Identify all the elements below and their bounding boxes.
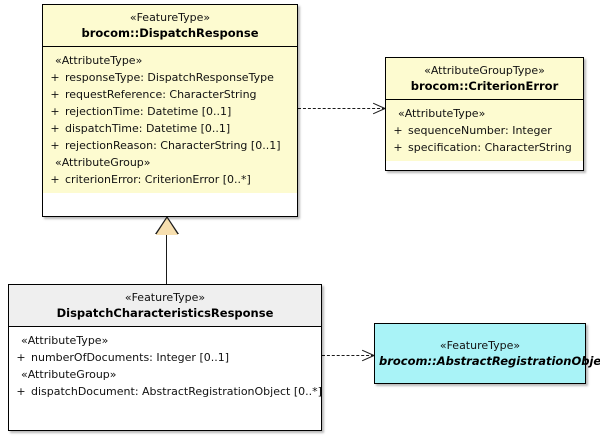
class-stereotype: «FeatureType» xyxy=(124,291,206,304)
attribute-group-label: «AttributeType» xyxy=(55,54,143,67)
class-stereotype: «FeatureType» xyxy=(439,339,521,352)
class-header-abstract-registration-object: «FeatureType» brocom::AbstractRegistrati… xyxy=(375,324,600,383)
attribute-row[interactable]: + criterionError: CriterionError [0..*] xyxy=(45,171,295,188)
attribute-signature: sequenceNumber: Integer xyxy=(408,124,552,137)
attribute-visibility: + xyxy=(393,124,403,137)
attribute-visibility: + xyxy=(50,173,60,186)
attribute-group-label: «AttributeType» xyxy=(398,107,486,120)
attribute-visibility: + xyxy=(16,385,26,398)
class-box-criterion-error[interactable]: «AttributeGroupType» brocom::CriterionEr… xyxy=(385,57,584,171)
attribute-signature: requestReference: CharacterString xyxy=(65,88,257,101)
attribute-visibility: + xyxy=(393,141,403,154)
attribute-row[interactable]: + rejectionReason: CharacterString [0..1… xyxy=(45,137,295,154)
class-header-criterion-error: «AttributeGroupType» brocom::CriterionEr… xyxy=(386,58,583,100)
attribute-visibility: + xyxy=(50,122,60,135)
attribute-signature: criterionError: CriterionError [0..*] xyxy=(65,173,251,186)
attribute-row[interactable]: + dispatchTime: Datetime [0..1] xyxy=(45,120,295,137)
attribute-visibility: + xyxy=(16,351,26,364)
attribute-visibility: + xyxy=(50,105,60,118)
class-box-dispatch-characteristics-response[interactable]: «FeatureType» DispatchCharacteristicsRes… xyxy=(8,284,322,431)
class-stereotype: «FeatureType» xyxy=(129,11,211,24)
attribute-visibility: + xyxy=(50,139,60,152)
class-name: DispatchCharacteristicsResponse xyxy=(56,306,274,320)
class-attributes-criterion-error: «AttributeType» + sequenceNumber: Intege… xyxy=(386,100,583,161)
attribute-row[interactable]: + numberOfDocuments: Integer [0..1] xyxy=(11,349,319,366)
attribute-signature: rejectionTime: Datetime [0..1] xyxy=(65,105,232,118)
attribute-signature: dispatchTime: Datetime [0..1] xyxy=(65,122,231,135)
attribute-row[interactable]: + requestReference: CharacterString xyxy=(45,86,295,103)
attribute-signature: specification: CharacterString xyxy=(408,141,572,154)
attribute-group-label: «AttributeGroup» xyxy=(55,156,151,169)
attribute-row[interactable]: + dispatchDocument: AbstractRegistration… xyxy=(11,383,322,400)
attribute-signature: numberOfDocuments: Integer [0..1] xyxy=(31,351,230,364)
class-header-dispatch-characteristics-response: «FeatureType» DispatchCharacteristicsRes… xyxy=(9,285,321,327)
attribute-signature: rejectionReason: CharacterString [0..1] xyxy=(65,139,281,152)
class-attributes-dispatch-characteristics-response: «AttributeType» + numberOfDocuments: Int… xyxy=(9,327,322,405)
connector-dependency-dispatchresponse-criterionerror[interactable] xyxy=(298,108,385,109)
class-box-abstract-registration-object[interactable]: «FeatureType» brocom::AbstractRegistrati… xyxy=(374,323,600,384)
class-name: brocom::DispatchResponse xyxy=(81,26,259,40)
attribute-row[interactable]: + sequenceNumber: Integer xyxy=(388,122,581,139)
class-header-dispatch-response: «FeatureType» brocom::DispatchResponse xyxy=(43,5,297,47)
attribute-row[interactable]: + responseType: DispatchResponseType xyxy=(45,69,295,86)
attribute-signature: responseType: DispatchResponseType xyxy=(65,71,274,84)
attribute-visibility: + xyxy=(50,71,60,84)
attribute-visibility: + xyxy=(50,88,60,101)
generalization-triangle-icon xyxy=(155,217,178,235)
connector-dependency-dispatchcharacteristics-abstractregistration[interactable] xyxy=(322,355,374,356)
class-name: brocom::AbstractRegistrationObject xyxy=(379,354,600,368)
attribute-group-label: «AttributeType» xyxy=(21,334,109,347)
attribute-group-label: «AttributeGroup» xyxy=(21,368,117,381)
attribute-row[interactable]: + specification: CharacterString xyxy=(388,139,581,156)
class-attributes-dispatch-response: «AttributeType» + responseType: Dispatch… xyxy=(43,47,297,193)
attribute-row[interactable]: + rejectionTime: Datetime [0..1] xyxy=(45,103,295,120)
class-name: brocom::CriterionError xyxy=(410,79,559,93)
attribute-signature: dispatchDocument: AbstractRegistrationOb… xyxy=(31,385,322,398)
class-box-dispatch-response[interactable]: «FeatureType» brocom::DispatchResponse «… xyxy=(42,4,298,217)
connector-generalization-dispatchcharacteristics-dispatchresponse[interactable] xyxy=(166,234,167,284)
class-stereotype: «AttributeGroupType» xyxy=(424,64,545,77)
